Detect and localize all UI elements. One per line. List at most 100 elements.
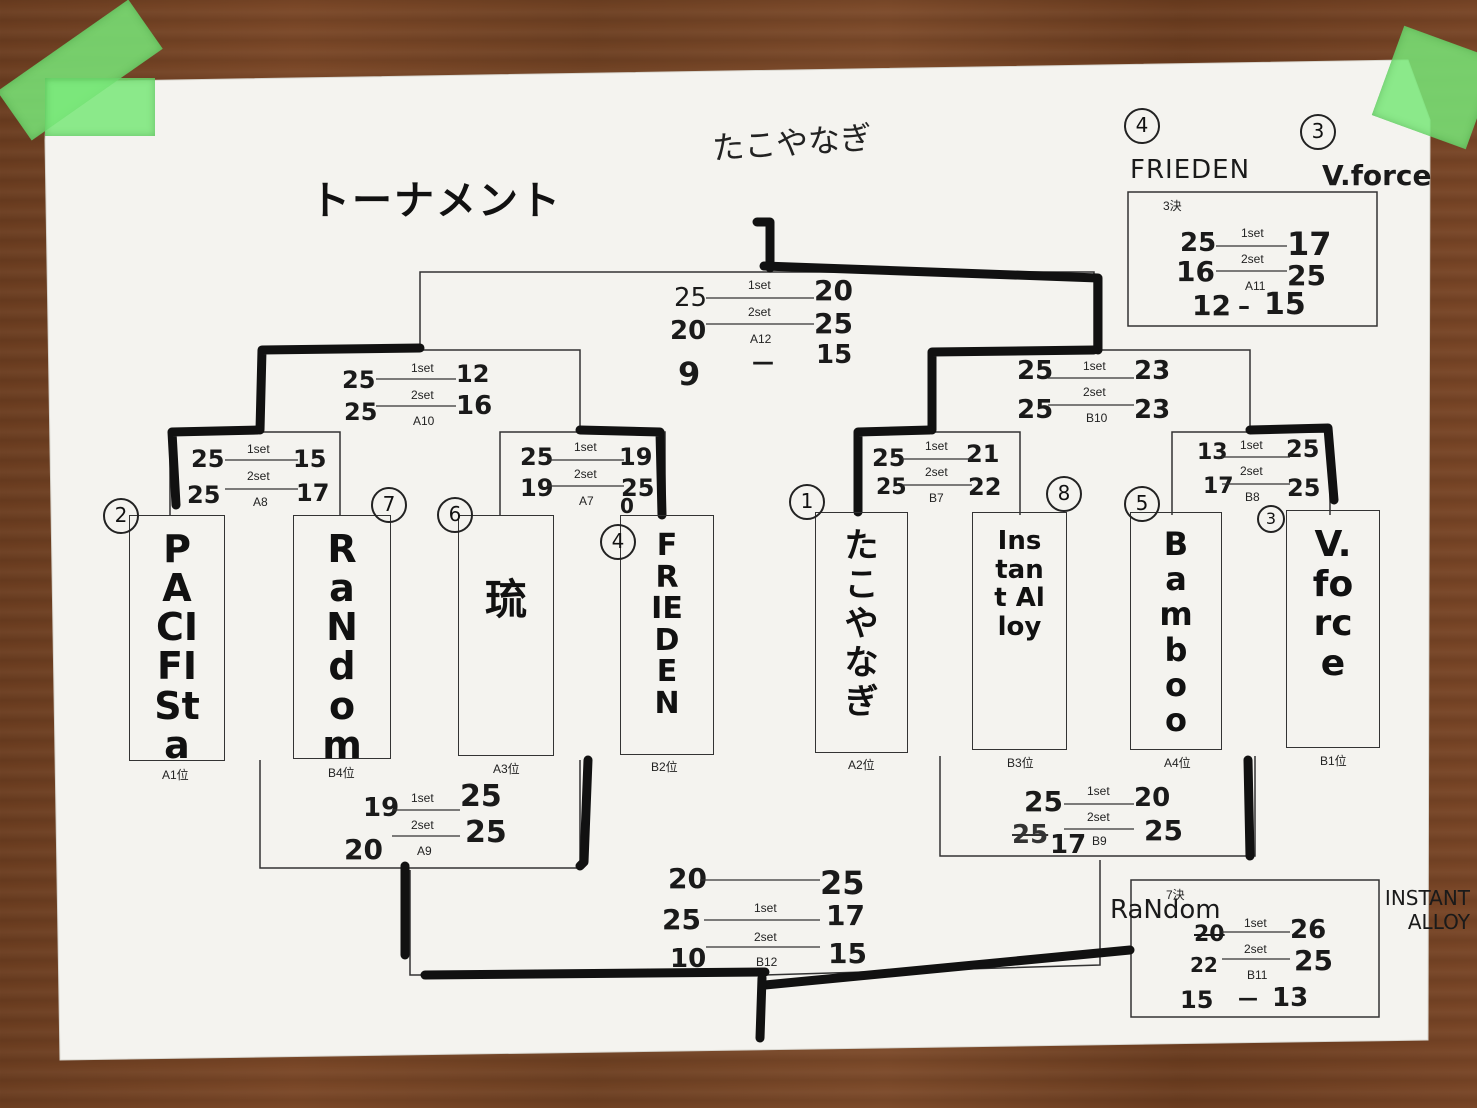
score-right: 15 [816,340,853,370]
team-name: Bamboo [1159,525,1193,739]
score-left: 25 [187,481,221,509]
score-right: 23 [1134,356,1171,386]
team-name: FRIEDEN [651,528,683,721]
page-title: トーナメント [310,178,562,224]
set-label: 2set [754,930,777,944]
match-code: A7 [579,494,594,508]
set-label: 1set [411,361,434,375]
team-box: RaNdom [293,515,391,764]
team-rank: B4位 [328,766,355,780]
score-left: 15 [1180,986,1214,1014]
score-right: 23 [1134,395,1171,425]
seed-badge: 7 [371,487,407,523]
match-code: A10 [413,414,435,428]
score-left: 25 [876,475,907,500]
score-right: 13 [1272,983,1309,1013]
team-name: 琉 [484,575,527,624]
score-left: 25 [520,443,554,471]
score-dash: – [1238,292,1250,320]
annotation-zero: 0 [620,494,634,518]
score-right: 25 [1287,474,1321,502]
score-left: 13 [1197,440,1228,465]
score-right: 16 [456,391,493,421]
struck-score: 25 [1012,820,1049,850]
seed-badge: 8 [1046,476,1082,512]
match-title: 3決 [1163,199,1182,213]
set-label: 2set [411,388,434,402]
score-right: 25 [460,779,502,814]
team-left-label: FRIEDEN [1130,155,1251,185]
match-code: B9 [1092,834,1107,848]
score-right: 26 [1290,915,1327,945]
tape-top-left-2 [45,78,155,136]
score-right: 12 [456,360,490,388]
match-code: B10 [1086,411,1108,425]
set-label: 2set [574,467,597,481]
set-label: 2set [748,305,771,319]
match-code: A12 [750,332,772,346]
score-left: 25 [344,398,378,426]
score-right: 21 [966,440,1000,468]
team-name: たこやなぎ [844,526,879,723]
seed-badge: 2 [103,498,139,534]
team-box: 琉 [458,515,554,756]
team-rank: B2位 [651,760,678,774]
match-code: A11 [1245,279,1266,293]
score-right: 19 [619,443,653,471]
set-label: 2set [411,818,434,832]
set-label: 2set [1241,252,1264,266]
set-label: 2set [1240,464,1263,478]
score-left: 19 [520,474,554,502]
score-left: 20 [670,316,707,346]
team-name: Instant Alloy [994,526,1045,642]
score-left: 20 [668,862,707,895]
score-left: 25 [872,444,906,472]
team-rank: A4位 [1164,756,1191,770]
score-left: 10 [670,944,707,974]
set-label: 2set [1244,942,1267,956]
match-code: B11 [1247,968,1268,982]
seed-badge: 6 [437,497,473,533]
set-label: 2set [925,465,948,479]
score-right: 25 [1144,814,1183,847]
seed-badge: 1 [789,484,825,520]
match-code: A9 [417,844,432,858]
team-name: RaNdom [322,527,362,767]
score-left: 9 [678,355,701,393]
score-left: 19 [363,793,400,823]
set-label: 1set [925,439,948,453]
score-left: 17 [1203,474,1234,499]
score-left: 17 [1050,830,1087,860]
set-label: 1set [1087,784,1110,798]
set-label: 1set [754,901,777,915]
seed-badge: 3 [1300,114,1336,150]
team-box: たこやなぎ [815,512,908,753]
team-right-label: V.force [1322,159,1432,192]
score-right: 17 [1287,225,1332,263]
set-label: 1set [411,791,434,805]
score-left: 25 [1180,228,1217,258]
set-label: 1set [247,442,270,456]
score-left: 20 [1194,922,1225,947]
score-left: 22 [1190,953,1218,977]
set-label: 2set [1087,810,1110,824]
score-dash: — [1238,986,1258,1010]
score-left: 25 [1017,395,1054,425]
team-box: V.force [1286,510,1380,748]
match-code: B7 [929,491,944,505]
score-right: 25 [814,307,853,340]
set-label: 1set [748,278,771,292]
score-right: 20 [814,274,853,307]
team-left-label: RaNdom [1110,895,1221,925]
score-dash: — [752,350,774,375]
team-box: PACIFISta [129,515,225,764]
score-right: 17 [296,479,330,507]
score-right: 25 [465,815,507,850]
team-name: V.force [1312,524,1354,684]
score-left: 25 [662,903,701,936]
match-code: B8 [1245,490,1260,504]
team-rank: B1位 [1320,754,1347,768]
set-label: 1set [1083,359,1106,373]
score-right: 20 [1134,783,1171,813]
score-right: 15 [1264,287,1306,322]
